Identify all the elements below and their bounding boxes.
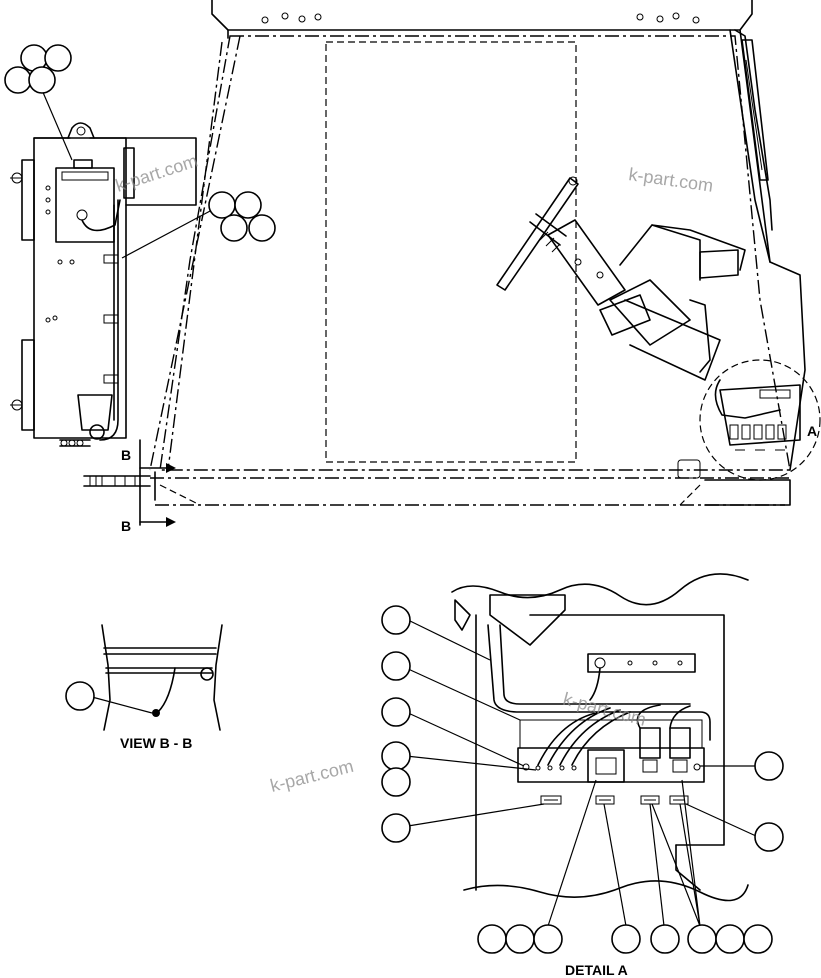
watermark-text: k-part.com (268, 756, 355, 796)
balloon (754, 751, 784, 781)
balloon (650, 924, 680, 954)
balloon (4, 66, 32, 94)
detail-title: DETAIL A (565, 962, 628, 978)
balloon (381, 651, 411, 681)
balloon (234, 191, 262, 219)
watermarks: k-part.com k-part.com k-part.com k-part.… (113, 151, 714, 796)
balloon (611, 924, 641, 954)
balloon (533, 924, 563, 954)
balloon (754, 822, 784, 852)
balloon (687, 924, 717, 954)
balloon (208, 191, 236, 219)
balloon (381, 697, 411, 727)
section-marker-top: B (121, 447, 131, 463)
balloon (477, 924, 507, 954)
balloon (28, 66, 56, 94)
balloon (381, 741, 411, 771)
cab-outline (83, 0, 806, 506)
watermark-text: k-part.com (627, 164, 714, 196)
detail-a-callout: A (699, 359, 821, 481)
watermark-text: k-part.com (561, 689, 648, 730)
balloon (381, 767, 411, 797)
view-b-b: VIEW B - B (65, 624, 223, 751)
steering-column (496, 176, 746, 381)
section-marker-bottom: B (121, 518, 131, 534)
balloon (381, 813, 411, 843)
view-title: VIEW B - B (120, 735, 192, 751)
balloon (65, 681, 95, 711)
callout-balloons-upper (4, 44, 276, 259)
detail-a: DETAIL A (381, 573, 784, 978)
balloon (715, 924, 745, 954)
electrical-panel (10, 122, 197, 447)
detail-marker-label: A (807, 423, 817, 439)
balloon (248, 214, 276, 242)
balloon (220, 214, 248, 242)
balloon (743, 924, 773, 954)
section-b-markers: B B (121, 439, 176, 534)
balloon (505, 924, 535, 954)
balloon (381, 605, 411, 635)
balloon (44, 44, 72, 72)
wire-tags (540, 795, 689, 805)
